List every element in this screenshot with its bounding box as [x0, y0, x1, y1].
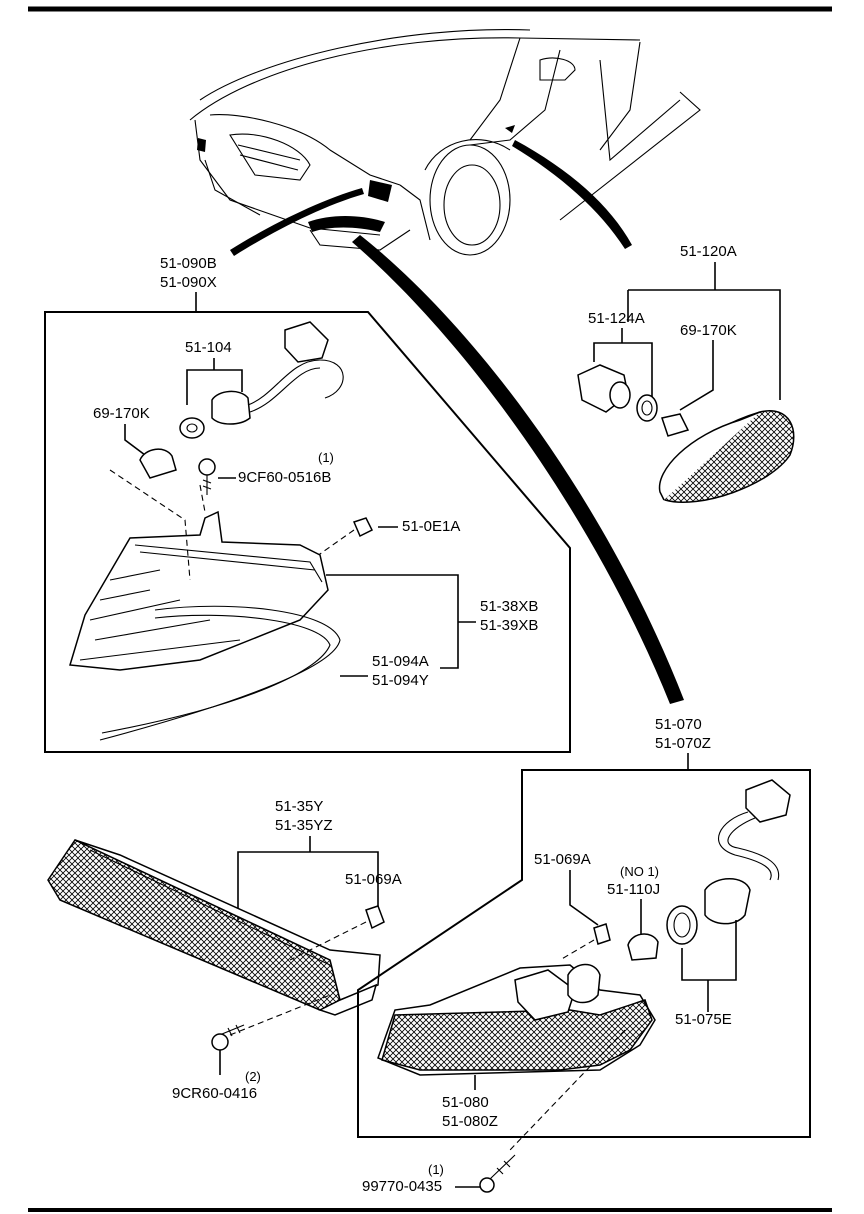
callout-bulb-c-qty: (NO 1)	[620, 864, 659, 879]
clip-c-part	[593, 923, 611, 945]
bulb-b-part	[661, 413, 690, 437]
callout-lens-a-1: 51-38XB	[480, 598, 538, 615]
callout-lens-c-2: 51-080Z	[442, 1113, 498, 1130]
bulb-a-part	[139, 448, 177, 479]
bulb-c-part	[627, 933, 659, 961]
lower-right-box	[357, 769, 811, 1138]
callout-front-combination-lamp-1: 51-090B	[160, 255, 217, 272]
rear-unit-part	[47, 839, 385, 1016]
callout-screw-b-qty: (2)	[245, 1069, 261, 1084]
callout-lens-c-1: 51-080	[442, 1094, 489, 1111]
callout-screw-a: 9CF60-0516B	[238, 469, 331, 486]
callout-screw-c-qty: (1)	[428, 1162, 444, 1177]
callout-bulb-b: 69-170K	[680, 322, 737, 339]
callout-gasket-a-2: 51-094Y	[372, 672, 429, 689]
callout-screw-b: 9CR60-0416	[172, 1085, 257, 1102]
callout-front-turn-lamp-1: 51-070	[655, 716, 702, 733]
callout-screw-c: 99770-0435	[362, 1178, 442, 1195]
callout-socket-a: 51-104	[185, 339, 232, 356]
socket-b-part	[577, 364, 658, 422]
callout-bulb-c: 51-110J	[607, 881, 660, 898]
front-combination-lamp-part	[69, 469, 341, 741]
car-illustration	[189, 28, 701, 704]
callout-rear-unit-2: 51-35YZ	[275, 817, 333, 834]
upper-left-box	[44, 311, 571, 753]
callout-clip-a: 51-0E1A	[402, 518, 460, 535]
callout-screw-a-qty: (1)	[318, 450, 334, 465]
screw-c-part	[479, 1154, 516, 1193]
callout-bulb-a: 69-170K	[93, 405, 150, 422]
callout-clip-b: 51-069A	[345, 871, 402, 888]
callout-clip-c: 51-069A	[534, 851, 591, 868]
callout-socket-c: 51-075E	[675, 1011, 732, 1028]
callout-front-combination-lamp-2: 51-090X	[160, 274, 217, 291]
screw-b-part	[211, 1024, 245, 1051]
socket-a-part	[179, 321, 344, 439]
socket-c-part	[666, 779, 791, 945]
callout-gasket-a-1: 51-094A	[372, 653, 429, 670]
screw-a-part	[198, 458, 216, 495]
callout-rear-unit-1: 51-35Y	[275, 798, 323, 815]
callout-socket-b: 51-124A	[588, 310, 645, 327]
callout-side-marker: 51-120A	[680, 243, 737, 260]
side-marker-part	[658, 410, 795, 503]
front-turn-lamp-part	[377, 963, 656, 1076]
callout-lens-a-2: 51-39XB	[480, 617, 538, 634]
callout-front-turn-lamp-2: 51-070Z	[655, 735, 711, 752]
